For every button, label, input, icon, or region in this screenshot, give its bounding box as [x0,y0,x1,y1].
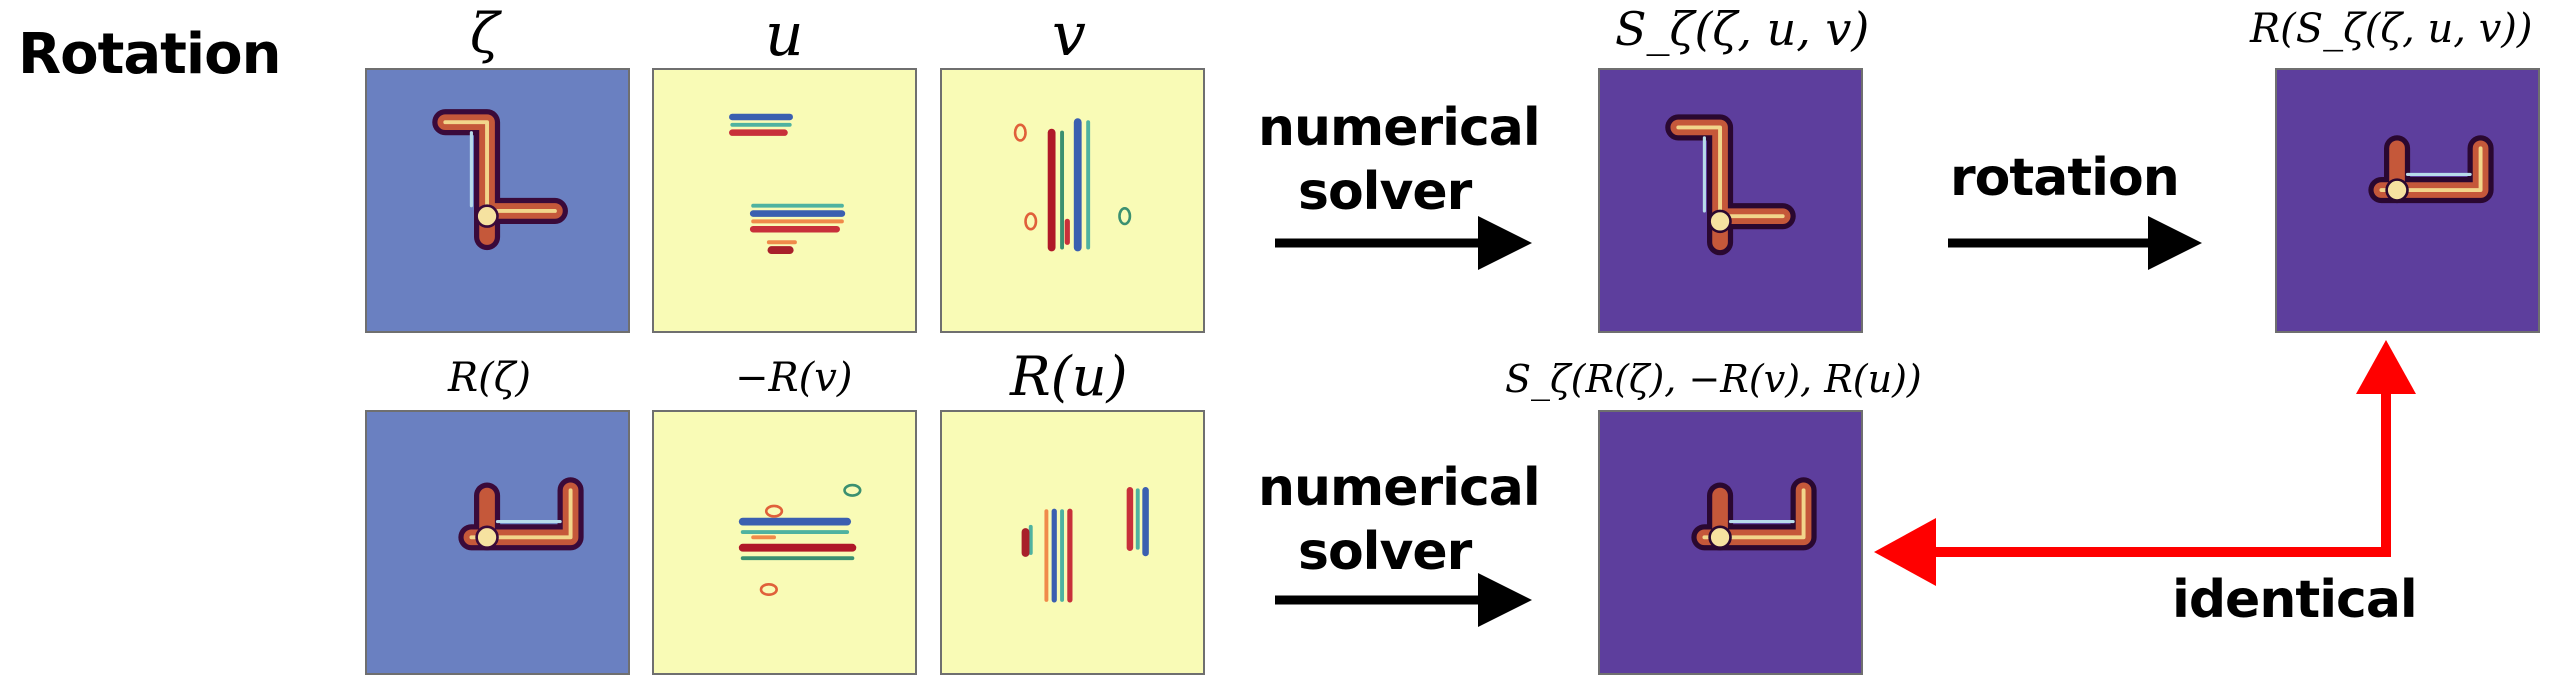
rotation-label: rotation [1950,148,2180,208]
identical-label: identical [2172,570,2418,630]
label-rot-zeta: R(ζ) [448,355,532,401]
rot-u-field-image [942,412,1203,673]
label-zeta: ζ [470,2,500,65]
solver-label-bottom-line2: solver [1298,522,1472,582]
label-rot-u: R(u) [1010,345,1128,408]
label-rotated-solution: R(S_ζ(ζ, u, v)) [2250,6,2533,52]
solver-label-top-line2: solver [1298,162,1472,222]
label-v: v [1052,0,1086,70]
solution-top-image [1600,70,1861,331]
zeta-field-image [367,70,628,331]
solver-label-top-line1: numerical [1258,98,1541,158]
label-u: u [765,0,804,70]
panel-rot-u [940,410,1205,675]
panel-u [652,68,917,333]
panel-v [940,68,1205,333]
panel-neg-rot-v [652,410,917,675]
solution-bottom-image [1600,412,1861,673]
identical-arrow [1874,340,2416,586]
panel-rot-zeta [365,410,630,675]
diagram-title: Rotation [18,22,281,87]
label-neg-rot-v: −R(v) [735,355,853,401]
label-bottom-solution: S_ζ(R(ζ), −R(v), R(u)) [1505,357,1922,401]
panel-rotated-solution [2275,68,2540,333]
rot-zeta-field-image [367,412,628,673]
v-field-image [942,70,1203,331]
panel-solution-bottom [1598,410,1863,675]
u-field-image [654,70,915,331]
solver-label-bottom-line1: numerical [1258,458,1541,518]
rotated-solution-image [2277,70,2538,331]
rotation-arrow [1948,216,2202,270]
panel-zeta [365,68,630,333]
neg-rot-v-field-image [654,412,915,673]
solver-arrow-top [1275,216,1532,270]
label-solution: S_ζ(ζ, u, v) [1615,2,1870,56]
panel-solution-top [1598,68,1863,333]
